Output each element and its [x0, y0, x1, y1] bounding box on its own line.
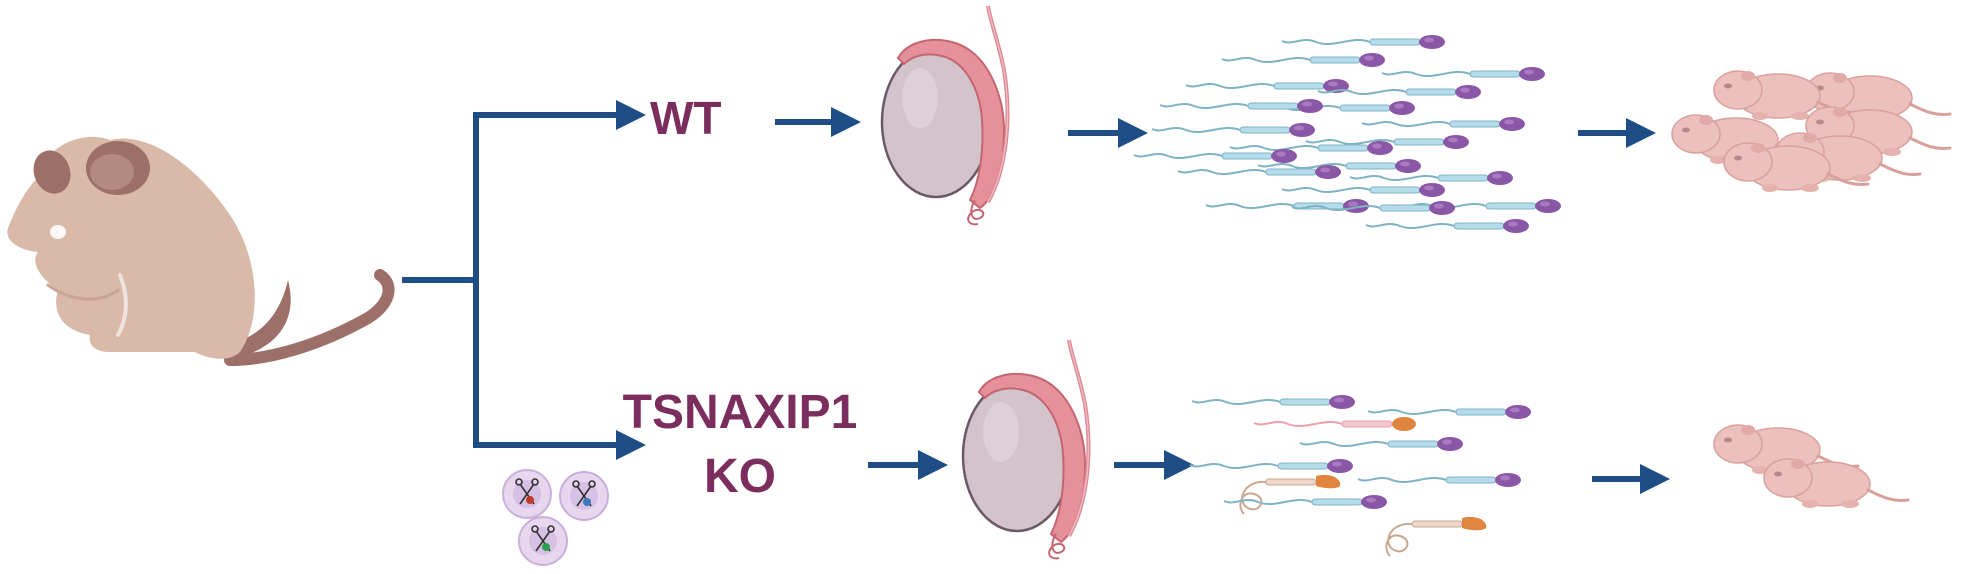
- mouse-pups-icon-ko: [1712, 423, 1910, 510]
- testis-icon-ko: [961, 339, 1091, 560]
- sperm-icon: [1299, 436, 1464, 452]
- coiled-sperm-icon: [1385, 515, 1488, 557]
- wt-label: WT: [650, 92, 722, 144]
- mouse-icon: [7, 136, 395, 366]
- ko-label-line1: TSNAXIP1: [623, 386, 858, 439]
- embryo-icon: [502, 469, 552, 519]
- flow-arrows: [775, 107, 1670, 494]
- sperm-icon: [1361, 116, 1526, 132]
- sperm-icon: [1191, 394, 1356, 410]
- sperm-icon: [1133, 148, 1298, 164]
- sperm-icon: [1367, 404, 1532, 420]
- embryo-icon: [518, 516, 568, 566]
- sperm-icon: [1381, 66, 1546, 82]
- sperm-icon: [1205, 198, 1370, 214]
- sperm-cluster-wt: [1133, 34, 1562, 234]
- sperm-cluster-ko: [1189, 394, 1532, 557]
- abnormal-sperm-icon: [1253, 416, 1417, 432]
- sperm-icon: [1223, 494, 1388, 510]
- sperm-icon: [1357, 472, 1522, 488]
- sperm-icon: [1281, 182, 1446, 198]
- coiled-sperm-icon: [1239, 473, 1342, 515]
- mouse-pups-icon-wt: [1670, 69, 1952, 194]
- sperm-icon: [1185, 78, 1350, 94]
- sperm-icon: [1365, 218, 1530, 234]
- sperm-icon: [1281, 34, 1446, 50]
- sperm-icon: [1189, 458, 1354, 474]
- sperm-icon: [1151, 122, 1316, 138]
- testis-icon-wt: [880, 5, 1010, 226]
- branch-connector: [402, 100, 646, 460]
- crispr-scissors-icon: [572, 480, 596, 507]
- embryo-icon: [559, 471, 609, 521]
- crispr-embryos: [502, 469, 609, 566]
- pup-icon: [1762, 457, 1910, 510]
- ko-label-line2: KO: [704, 450, 776, 503]
- sperm-icon: [1349, 170, 1514, 186]
- sperm-icon: [1221, 52, 1386, 68]
